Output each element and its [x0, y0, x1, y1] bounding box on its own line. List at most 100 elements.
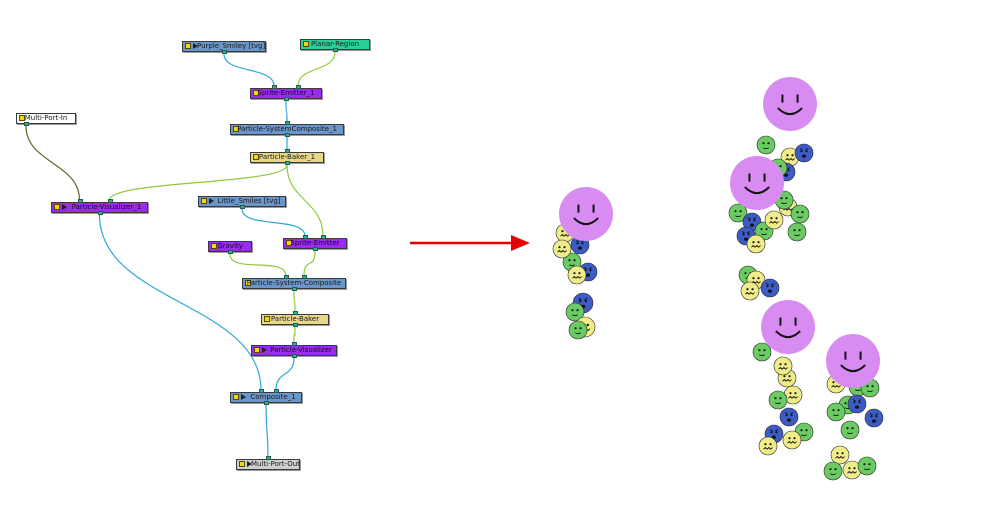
smiley-icon: [773, 356, 793, 376]
checkbox-icon[interactable]: [233, 394, 239, 400]
node-label: Sprite-Emitter_1: [257, 89, 315, 97]
smiley-icon: [760, 278, 780, 298]
smiley-icon: [752, 342, 772, 362]
smiley-icon: [830, 445, 850, 465]
wire-particle-baker-to-particle-visualizer[interactable]: [293, 326, 296, 344]
node-label: Multi-Port-Out: [251, 460, 300, 468]
node-label: Little_Smiles [tvg]: [217, 197, 281, 205]
node-label: Composite_1: [250, 393, 296, 401]
out-port[interactable]: [264, 401, 269, 405]
smiley-icon: [756, 135, 776, 155]
node-label: Particle-Visualizer: [270, 346, 332, 354]
checkbox-icon[interactable]: [264, 316, 270, 322]
smiley-icon: [790, 204, 810, 224]
checkbox-icon[interactable]: [239, 461, 245, 467]
node-multi-port-in[interactable]: Multi-Port-In: [16, 113, 76, 124]
play-icon[interactable]: [262, 347, 267, 353]
smiley-icon: [552, 239, 572, 259]
in-port[interactable]: [302, 275, 307, 279]
out-port[interactable]: [313, 247, 318, 251]
smiley-icon: [840, 420, 860, 440]
checkbox-icon[interactable]: [253, 154, 259, 160]
smiley-icon: [746, 234, 766, 254]
in-port[interactable]: [303, 235, 308, 239]
in-port[interactable]: [259, 389, 264, 393]
wire-composite-1-to-multi-port-out[interactable]: [265, 404, 269, 458]
out-port[interactable]: [292, 287, 297, 291]
checkbox-icon[interactable]: [253, 90, 259, 96]
out-port[interactable]: [285, 161, 290, 165]
in-port[interactable]: [77, 199, 83, 203]
in-port[interactable]: [284, 275, 289, 279]
wire-sprite-emitter-to-particle-system-composite[interactable]: [303, 250, 316, 277]
node-label: Particle-Visualizer_1: [71, 203, 142, 211]
smiley-icon: [864, 408, 884, 428]
smiley-icon: [794, 143, 814, 163]
in-port[interactable]: [285, 121, 290, 125]
in-port[interactable]: [285, 149, 290, 153]
checkbox-icon[interactable]: [201, 198, 207, 204]
wire-particle-visualizer-1-to-composite-1[interactable]: [98, 214, 262, 391]
out-port[interactable]: [24, 122, 29, 126]
wire-particle-visualizer-to-composite-1[interactable]: [275, 357, 295, 391]
checkbox-icon[interactable]: [286, 240, 292, 246]
smiley-icon: [567, 265, 587, 285]
checkbox-icon[interactable]: [254, 347, 260, 353]
wire-planar-region-to-sprite-emitter-1[interactable]: [297, 51, 336, 87]
out-port[interactable]: [97, 211, 103, 215]
play-icon[interactable]: [62, 204, 67, 210]
smiley-icon: [565, 302, 585, 322]
node-label: Sprite-Emitter: [290, 239, 340, 247]
out-port[interactable]: [228, 250, 233, 254]
out-port[interactable]: [285, 133, 290, 137]
in-port[interactable]: [274, 389, 279, 393]
smiley-icon: [559, 187, 613, 241]
smiley-icon: [768, 390, 788, 410]
out-port[interactable]: [240, 205, 245, 209]
wire-particle-baker-1-to-sprite-emitter[interactable]: [286, 164, 324, 237]
out-port[interactable]: [222, 50, 227, 54]
play-icon[interactable]: [241, 394, 246, 400]
wire-particle-system-composite-to-particle-baker[interactable]: [293, 290, 296, 313]
checkbox-icon[interactable]: [19, 115, 25, 121]
node-label: Particle-SystemComposite_1: [237, 125, 337, 133]
checkbox-icon[interactable]: [233, 126, 239, 132]
in-port[interactable]: [292, 342, 297, 346]
node-label: Planar-Region: [310, 40, 360, 48]
smiley-icon: [761, 300, 815, 354]
wire-gravity-to-particle-system-composite[interactable]: [229, 253, 287, 277]
play-icon[interactable]: [247, 461, 252, 467]
play-icon[interactable]: [209, 198, 214, 204]
in-port[interactable]: [296, 85, 301, 89]
wire-purple-smiley-to-sprite-emitter-1[interactable]: [223, 53, 275, 87]
checkbox-icon[interactable]: [211, 243, 217, 249]
wire-particle-baker-1-to-particle-visualizer-1[interactable]: [108, 164, 288, 201]
in-port[interactable]: [107, 199, 113, 203]
node-label: Particle-Baker_1: [258, 153, 316, 161]
in-port[interactable]: [321, 235, 326, 239]
wire-sprite-emitter-1-to-particle-system-composite-1[interactable]: [285, 100, 288, 123]
out-port[interactable]: [333, 48, 338, 52]
out-port[interactable]: [292, 354, 297, 358]
in-port[interactable]: [272, 85, 277, 89]
wire-multi-port-in-to-particle-visualizer-1[interactable]: [25, 125, 81, 201]
checkbox-icon[interactable]: [54, 204, 60, 210]
checkbox-icon[interactable]: [245, 280, 251, 286]
smiley-icon: [783, 385, 803, 405]
checkbox-icon[interactable]: [185, 43, 191, 49]
in-port[interactable]: [293, 311, 298, 315]
node-label: Multi-Port-In: [24, 114, 68, 122]
smiley-icon: [764, 210, 784, 230]
wire-little-smiles-to-sprite-emitter[interactable]: [241, 208, 306, 237]
checkbox-icon[interactable]: [303, 41, 309, 47]
play-icon[interactable]: [193, 43, 198, 49]
out-port[interactable]: [293, 323, 298, 327]
smiley-icon: [826, 334, 880, 388]
smiley-icon: [568, 320, 588, 340]
smiley-icon: [847, 394, 867, 414]
in-port[interactable]: [266, 456, 271, 460]
out-port[interactable]: [284, 97, 289, 101]
smiley-icon: [779, 407, 799, 427]
